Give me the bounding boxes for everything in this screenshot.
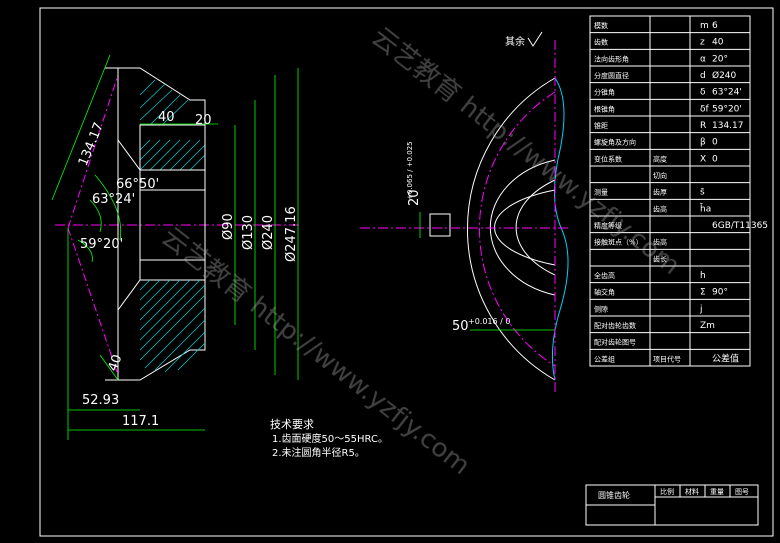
param-row-symbol: δf: [700, 104, 710, 114]
dim-hub-diameter: Ø130: [241, 215, 256, 250]
dim-face-width-2: 40: [106, 353, 126, 374]
param-row-symbol: δ: [700, 88, 706, 98]
dim-mount-distance-2: 117.1: [122, 414, 159, 429]
param-row-label: 分锥角: [594, 88, 615, 97]
dim-hub-length: 20: [195, 113, 212, 128]
dim-keyway-width: 20: [407, 189, 422, 206]
dim-pitch-angle: 63°24': [92, 192, 135, 207]
param-row-value: 59°20': [712, 104, 742, 114]
param-row-symbol: j: [699, 304, 703, 314]
title-block: 圆锥齿轮 比例 材料 重量 图号: [585, 484, 759, 526]
param-row-symbol: z: [700, 38, 705, 48]
param-row-symbol: R: [700, 121, 706, 131]
param-row-symbol: X: [700, 154, 706, 164]
dim-bore: Ø90: [221, 213, 236, 240]
param-row-sub: 齿高: [653, 238, 667, 247]
param-row-symbol: s̄: [700, 188, 705, 198]
dim-outside-diameter: Ø247.16: [284, 206, 299, 262]
param-row-value: 63°24': [712, 88, 742, 98]
param-row-symbol: d: [700, 71, 706, 81]
dim-face-width: 40: [158, 110, 175, 125]
dim-shaft-dia: 50: [452, 319, 469, 334]
param-row-label: 接触斑点（%）: [594, 238, 643, 247]
param-row-symbol: h̄a: [699, 203, 711, 215]
param-row-value: 40: [712, 38, 724, 48]
param-row-label: 轴交角: [594, 288, 615, 297]
drawing-border: [39, 7, 774, 537]
param-row-label: 锥距: [594, 121, 608, 130]
param-row-label: 配对齿轮图号: [594, 338, 636, 347]
param-row-label: 法向齿形角: [594, 54, 629, 63]
param-row-label: 测量: [594, 189, 608, 197]
dim-back-cone-angle: 59°20': [80, 237, 123, 252]
param-row-label: 变位系数: [594, 154, 622, 163]
param-row-sub: 项目代号: [653, 354, 681, 363]
param-row-label: 模数: [594, 21, 608, 30]
dim-pitch-diameter: Ø240: [261, 215, 276, 250]
param-row-symbol: m: [700, 21, 709, 31]
param-row-label: 侧隙: [594, 304, 608, 313]
param-row-label: 根锥角: [594, 104, 615, 113]
param-row-sub: 切向: [653, 171, 667, 180]
param-row-sub: 齿高: [653, 204, 667, 213]
param-row-value: Ø240: [712, 70, 737, 81]
title-block-h4: 图号: [735, 488, 749, 496]
param-row-symbol: Σ: [700, 288, 706, 298]
param-row-sub: 齿厚: [653, 189, 667, 197]
param-row-label: 配对齿轮齿数: [594, 321, 636, 330]
param-row-label: 齿数: [594, 38, 608, 47]
notes-line-2: 2.未注圆角半径R5。: [272, 446, 365, 459]
dim-shaft-tol: +0.016 / 0: [468, 317, 510, 326]
param-row-value: 0: [712, 138, 718, 148]
dim-keyway-tol: +0.065 / +0.025: [406, 141, 414, 200]
title-block-h2: 材料: [685, 487, 699, 496]
notes-title: 技术要求: [270, 418, 314, 431]
title-block-name: 圆锥齿轮: [598, 490, 630, 500]
param-row-label: 分度圆直径: [594, 71, 629, 80]
param-row-value: 6GB/T11365: [712, 221, 768, 231]
dim-root-angle: 66°50': [116, 177, 159, 192]
title-block-h1: 比例: [660, 487, 674, 496]
tech-notes: 技术要求 1.齿面硬度50～55HRC。 2.未注圆角半径R5。: [270, 418, 388, 459]
param-row-value: 公差值: [712, 352, 739, 364]
notes-line-1: 1.齿面硬度50～55HRC。: [272, 432, 388, 445]
param-row-sub: 高度: [653, 154, 667, 163]
surface-finish-label: 其余: [505, 35, 525, 48]
param-row-label: 螺旋角及方向: [594, 138, 636, 147]
param-row-label: 公差组: [594, 354, 615, 363]
param-row-label: 精度等级: [594, 221, 622, 230]
title-block-h3: 重量: [710, 488, 724, 496]
param-row-symbol: β: [700, 138, 706, 148]
param-row-value: 90°: [712, 288, 728, 298]
param-row-value: 0: [712, 154, 718, 164]
param-row-symbol: α: [700, 54, 706, 64]
param-row-value: 134.17: [712, 121, 744, 131]
param-row-symbol: h: [700, 271, 706, 281]
dim-mount-distance-1: 52.93: [82, 393, 119, 408]
section-view: 134.17 66°50' 63°24' 59°20' 40 20 Ø90 Ø1…: [51, 54, 300, 440]
param-row-value: 20°: [712, 54, 728, 64]
param-row-symbol: Zm: [700, 321, 715, 331]
param-row-value: 6: [712, 21, 718, 31]
param-row-sub: 齿长: [653, 254, 667, 263]
front-view: 20 +0.065 / +0.025 50 +0.016 / 0 其余: [360, 31, 570, 395]
param-row-label: 全齿高: [594, 271, 615, 280]
